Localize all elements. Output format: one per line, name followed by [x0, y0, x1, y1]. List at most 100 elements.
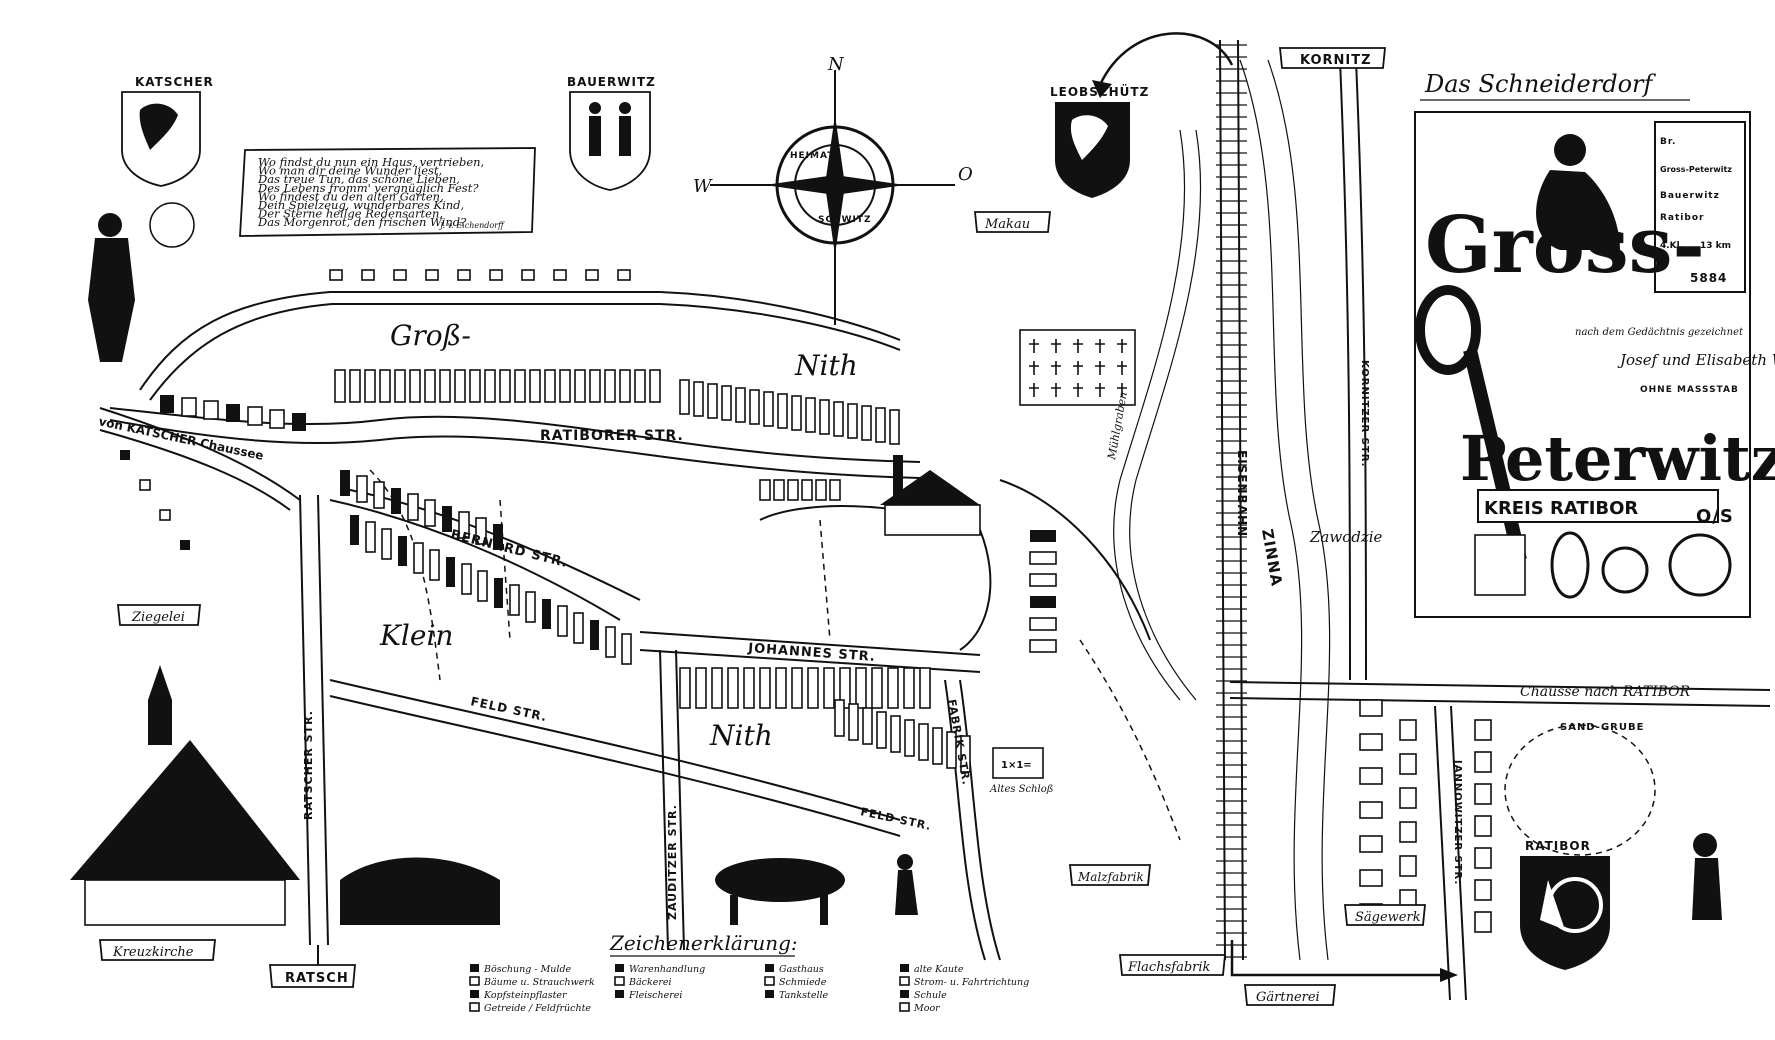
legend-item-label: Schule: [914, 990, 947, 1001]
house: [875, 407, 886, 443]
house: [787, 479, 799, 501]
scissors-icon: [1415, 285, 1527, 562]
house: [775, 667, 787, 709]
legend: Zeichenerklärung: Böschung - MuldeBäume …: [469, 931, 1029, 1014]
title-heading: Das Schneiderdorf: [1424, 70, 1656, 98]
house: [1359, 869, 1383, 887]
leobschuetz-arrow: [1092, 32, 1234, 98]
legend-symbol: [900, 964, 909, 972]
house: [139, 479, 151, 491]
svg-text:Sägewerk: Sägewerk: [1355, 910, 1421, 925]
street-ratiborer: RATIBORER STR.: [540, 428, 684, 444]
legend-symbol: [899, 1002, 910, 1012]
grave-cross-icon: [1029, 339, 1039, 353]
house: [839, 667, 851, 709]
house: [381, 528, 392, 560]
house: [773, 479, 785, 501]
riders-procession-drawing: [340, 857, 500, 925]
stamp-line2: Gross-Peterwitz: [1660, 165, 1732, 174]
house: [553, 269, 567, 281]
house: [634, 369, 646, 403]
house: [409, 369, 421, 403]
house: [559, 369, 571, 403]
banner-gaertnerei: Gärtnerei: [1244, 984, 1336, 1006]
grave-cross-icon: [1117, 339, 1127, 353]
house: [442, 506, 452, 532]
altes-schloss: 1×1= Altes Schloß: [989, 747, 1053, 795]
grave-cross-icon: [1051, 383, 1061, 397]
house: [334, 369, 346, 403]
house: [815, 479, 827, 501]
house: [711, 667, 723, 709]
svg-text:SAND-GRUBE: SAND-GRUBE: [1560, 722, 1644, 733]
house: [461, 563, 472, 595]
house: [876, 711, 887, 749]
house: [862, 707, 873, 745]
crest-katscher-label: KATSCHER: [135, 75, 214, 89]
poem-line: Der Sterne heilge Redensarten,: [257, 207, 443, 221]
grave-cross-icon: [1073, 361, 1083, 375]
poem-line: Das treue Tun, das schöne Lieben,: [257, 172, 460, 186]
house: [1399, 821, 1417, 843]
house: [1399, 753, 1417, 775]
legend-item-label: Tankstelle: [779, 990, 829, 1001]
title-os: O/S: [1696, 506, 1734, 527]
compass-rose: N W O HEIMAT SCHWITZ: [693, 54, 973, 325]
place-klein: Klein: [379, 619, 453, 652]
title-panel: Das Schneiderdorf Br. Gross-Peterwitz Ba…: [1414, 70, 1775, 618]
house: [494, 578, 503, 608]
stamp-line1: Br.: [1660, 137, 1676, 147]
church-roof: [880, 470, 980, 505]
house: [590, 620, 599, 650]
house: [1474, 719, 1492, 741]
sandgrube: SAND-GRUBE: [1504, 722, 1656, 856]
legend-symbol: [469, 1002, 480, 1012]
house: [807, 667, 819, 709]
house: [425, 269, 439, 281]
stamp-line7: 5884: [1690, 271, 1727, 285]
house: [458, 511, 470, 539]
legend-symbol: [765, 990, 774, 998]
compass-ring-top: HEIMAT: [790, 151, 834, 161]
house: [871, 667, 883, 709]
house: [763, 391, 774, 427]
house: [574, 369, 586, 403]
banner-malzfabrik: Malzfabrik: [1069, 864, 1151, 886]
house: [695, 667, 707, 709]
grave-cross-icon: [1073, 383, 1083, 397]
legend-item-label: Kopfsteinpflaster: [483, 990, 568, 1001]
street-feld-2: FELD STR.: [859, 805, 932, 833]
stamp-line5: 4.Kl.: [1660, 241, 1683, 251]
place-zawodzie: Zawodzie: [1309, 528, 1383, 546]
house: [1030, 530, 1056, 542]
ploughing-oxen-drawing: [715, 854, 918, 925]
altes-schloss-label: Altes Schloß: [989, 784, 1053, 795]
house: [759, 479, 771, 501]
legend-item-label: Warenhandlung: [629, 964, 705, 975]
boy-figure: [1692, 833, 1722, 920]
house: [475, 517, 487, 545]
poem-author: J. v. Eichendorff: [438, 221, 505, 230]
house: [848, 703, 859, 741]
svg-text:RATSCH: RATSCH: [285, 971, 349, 986]
wooden-church-drawing: [70, 665, 300, 926]
banner-ziegelei: Ziegelei: [117, 604, 201, 626]
house: [509, 584, 520, 616]
house: [439, 369, 451, 403]
lion-icon: [139, 103, 178, 150]
house: [1399, 855, 1417, 877]
railway: [1216, 39, 1247, 961]
river-zinna: [1113, 59, 1331, 961]
place-gross: Groß-: [390, 319, 471, 352]
grave-cross-icon: [1029, 383, 1039, 397]
house: [605, 626, 616, 658]
house: [573, 612, 584, 644]
legend-item-label: Getreide / Feldfrüchte: [484, 1003, 591, 1014]
house: [493, 524, 503, 550]
legend-symbol: [470, 964, 479, 972]
legend-symbol: [614, 976, 625, 986]
compass-ring-bottom: SCHWITZ: [818, 215, 872, 225]
house: [887, 667, 899, 709]
house: [350, 515, 359, 545]
banner-kreuzkirche: Kreuzkirche: [99, 939, 216, 961]
